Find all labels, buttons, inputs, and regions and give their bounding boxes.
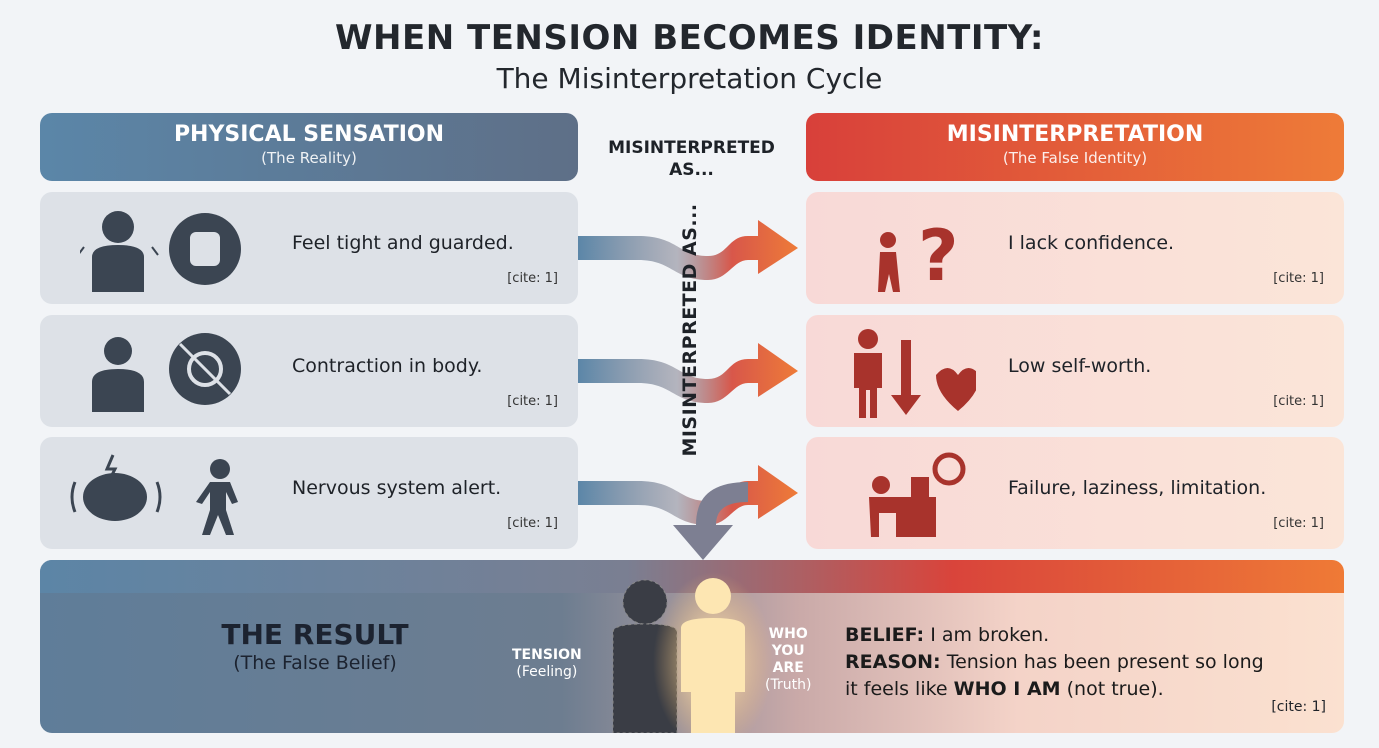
svg-text:?: ? [918, 215, 959, 297]
header-title: MISINTERPRETATION [946, 122, 1204, 147]
reason-label: REASON: [845, 651, 941, 673]
reason-text-2a: it feels like [845, 678, 954, 700]
contracted-body-icon [92, 333, 241, 412]
arrow-row-2 [578, 343, 798, 403]
guarded-person-icon [80, 211, 241, 292]
reason-text-2c: (not true). [1060, 678, 1164, 700]
who-you-are-label: WHO YOU ARE (Truth) [765, 626, 811, 694]
sensation-row-2: Contraction in body. [cite: 1] [40, 315, 578, 427]
gear-icon [932, 452, 966, 486]
citation: [cite: 1] [507, 271, 558, 286]
truth-sub: (Truth) [765, 677, 812, 693]
citation: [cite: 1] [507, 394, 558, 409]
citation: [cite: 1] [1273, 516, 1324, 531]
belief-text-block: BELIEF: I am broken. REASON: Tension has… [845, 622, 1264, 703]
are-line: ARE [772, 660, 804, 676]
sensation-text: Nervous system alert. [292, 477, 502, 499]
who-line: WHO [768, 626, 808, 642]
citation: [cite: 1] [1273, 271, 1324, 286]
result-title: THE RESULT [221, 618, 409, 651]
sensation-text: Contraction in body. [292, 355, 483, 377]
page-title: WHEN TENSION BECOMES IDENTITY: [335, 18, 1044, 58]
citation: [cite: 1] [1271, 699, 1326, 715]
vertical-connector-label: MISINTERPRETED AS... [679, 203, 701, 457]
misinterpretation-row-2: Low self-worth. [cite: 1] [806, 315, 1344, 427]
sensation-row-1: Feel tight and guarded. [cite: 1] [40, 192, 578, 304]
reason-emphasis: WHO I AM [953, 678, 1061, 700]
brain-alert-icon [70, 454, 238, 535]
connector-label: MISINTERPRETED AS... [608, 138, 775, 180]
you-line: YOU [771, 643, 805, 659]
broken-heart-icon [936, 368, 976, 411]
physical-sensation-header: PHYSICAL SENSATION (The Reality) [40, 113, 578, 181]
arrow-row-1 [578, 220, 798, 280]
misinterpretation-header: MISINTERPRETATION (The False Identity) [806, 113, 1344, 181]
tension-title: TENSION [512, 647, 582, 663]
misinterpretation-row-3: Failure, laziness, limitation. [cite: 1] [806, 437, 1344, 549]
question-person-icon: ? [878, 215, 959, 297]
belief-text: I am broken. [924, 624, 1050, 646]
belief-label: BELIEF: [845, 624, 925, 646]
true-self-figure-icon [681, 578, 745, 733]
citation: [cite: 1] [1273, 394, 1324, 409]
citation: [cite: 1] [507, 516, 558, 531]
result-panel: THE RESULT (The False Belief) TENSION(Fe… [40, 560, 1344, 733]
misinterpretation-row-1: ? I lack confidence. [cite: 1] [806, 192, 1344, 304]
startled-person-icon [210, 459, 230, 479]
defeated-worker-icon [869, 452, 966, 537]
arrows-graphic [578, 220, 798, 560]
reason-text: Tension has been present so long [940, 651, 1264, 673]
arrow-row-3 [578, 465, 798, 525]
result-subtitle: (The False Belief) [233, 652, 397, 674]
misinterpretation-text: Low self-worth. [1008, 355, 1152, 377]
sensation-row-3: Nervous system alert. [cite: 1] [40, 437, 578, 549]
down-arrow-icon [891, 340, 921, 415]
misinterpretation-text: Failure, laziness, limitation. [1008, 477, 1267, 499]
down-arrow [673, 482, 748, 560]
figures-graphic [612, 572, 773, 733]
misinterpretation-text: I lack confidence. [1008, 232, 1175, 254]
sensation-text: Feel tight and guarded. [292, 232, 514, 254]
header-title: PHYSICAL SENSATION [173, 122, 445, 147]
header-subtitle: (The Reality) [261, 149, 357, 167]
low-worth-icon [854, 329, 976, 418]
tension-sub: (Feeling) [516, 664, 578, 680]
header-subtitle: (The False Identity) [1002, 149, 1148, 167]
tension-label: TENSION(Feeling) [512, 647, 582, 681]
page-subtitle: The Misinterpretation Cycle [496, 62, 883, 95]
